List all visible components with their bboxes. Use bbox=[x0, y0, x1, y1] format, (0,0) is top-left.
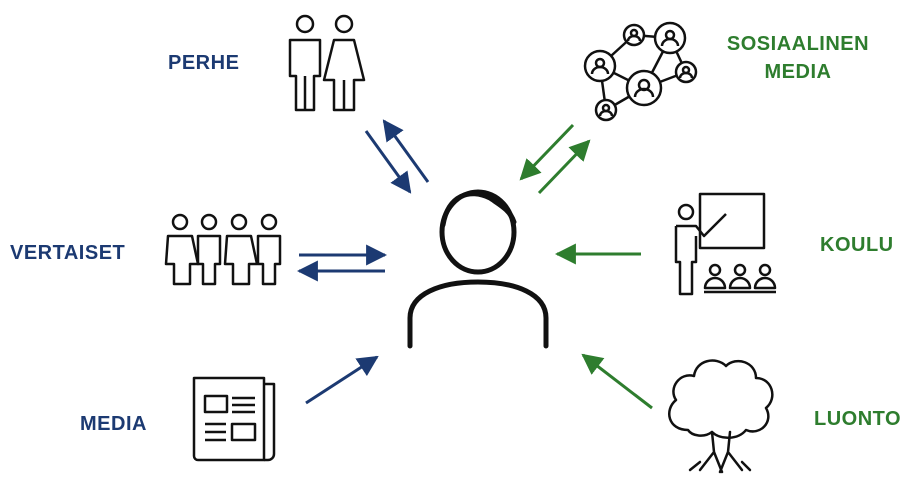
newspaper-icon bbox=[192, 376, 276, 462]
label-sosiaalinen-media: SOSIAALINEN MEDIA bbox=[712, 30, 884, 86]
family-icon bbox=[288, 14, 366, 112]
label-media: MEDIA bbox=[80, 413, 147, 435]
arrow-perhe-to-person bbox=[364, 130, 412, 194]
classroom-icon bbox=[674, 192, 777, 296]
tree-icon bbox=[668, 359, 774, 474]
social-network-icon bbox=[583, 21, 698, 122]
label-sosiaalinen-media-line2: MEDIA bbox=[764, 61, 832, 83]
label-vertaiset: VERTAISET bbox=[10, 242, 126, 264]
label-sosiaalinen-media-line1: SOSIAALINEN bbox=[726, 33, 870, 55]
label-luonto: LUONTO bbox=[814, 408, 902, 430]
person-icon bbox=[407, 189, 549, 349]
arrow-luonto-to-person bbox=[581, 353, 653, 410]
peer-group-icon bbox=[164, 213, 282, 286]
arrow-media-to-person bbox=[305, 355, 379, 405]
arrow-person-to-perhe bbox=[382, 119, 430, 183]
arrow-person-to-some bbox=[537, 139, 591, 195]
label-koulu: KOULU bbox=[820, 234, 894, 256]
label-perhe: PERHE bbox=[168, 52, 240, 74]
arrow-some-to-person bbox=[519, 123, 575, 181]
